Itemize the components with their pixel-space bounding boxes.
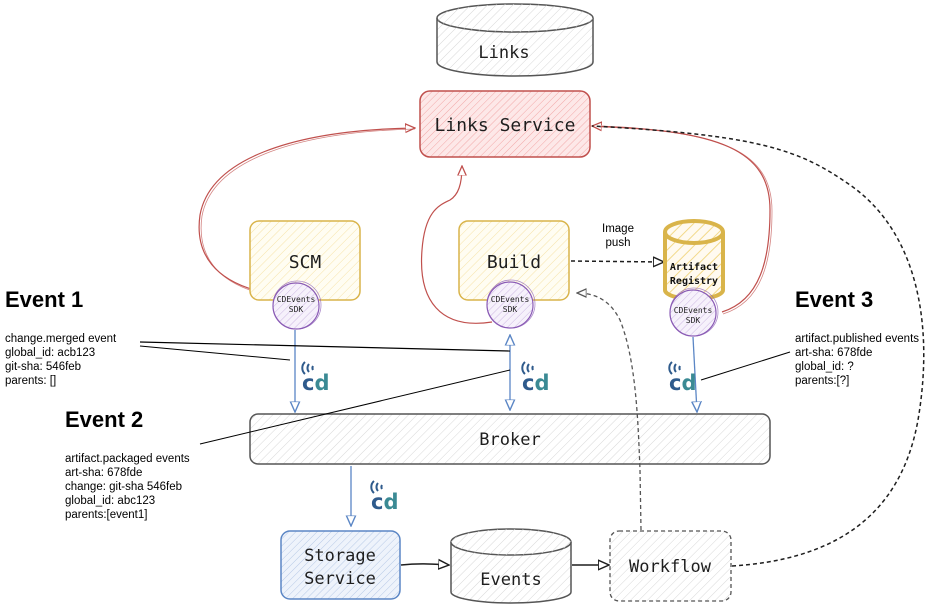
svg-text:cd: cd <box>302 371 330 395</box>
links-database[interactable]: Links <box>436 3 594 77</box>
event1-callout-lines <box>139 341 511 361</box>
edge-registry-sdk-to-broker <box>693 336 697 412</box>
event-1-title: Event 1 <box>5 287 83 312</box>
edge-workflow-to-build <box>577 293 642 531</box>
cd-logo-storage: cd <box>370 480 399 514</box>
edge-build-to-links-service <box>420 166 493 324</box>
edge-registry-to-links-service <box>592 126 773 315</box>
artifact-registry-node[interactable]: Artifact Registry <box>663 219 725 301</box>
event-3-line: global_id: ? <box>795 361 854 373</box>
storage-service-label-line1: Storage <box>304 546 376 566</box>
svg-text:cd: cd <box>371 490 399 514</box>
links-database-label: Links <box>478 43 529 63</box>
cdevents-logo-icon: cd <box>521 361 550 395</box>
event-1-line: change.merged event <box>5 333 117 345</box>
event-3-annotation: Event 3 artifact.published events art-sh… <box>795 287 919 387</box>
scm-label: SCM <box>289 252 322 273</box>
broker-label: Broker <box>479 430 540 450</box>
edge-storage-to-events <box>400 564 449 565</box>
sdk-label-line2: SDK <box>289 305 304 314</box>
cd-logo-registry: cd <box>668 361 697 395</box>
cdevents-logo-icon: cd <box>370 480 399 514</box>
svg-text:cd: cd <box>669 371 697 395</box>
sdk-label-line2: SDK <box>503 305 518 314</box>
cd-logo-build: cd <box>521 361 550 395</box>
event-3-line: parents:[?] <box>795 375 849 387</box>
workflow-node[interactable]: Workflow <box>609 530 732 602</box>
events-database[interactable]: Events <box>450 528 572 604</box>
cdevents-logo-icon: cd <box>301 361 330 395</box>
event-2-annotation: Event 2 artifact.packaged events art-sha… <box>65 407 190 521</box>
storage-service-node[interactable]: Storage Service <box>280 530 401 600</box>
cd-logo-scm: cd <box>301 361 330 395</box>
event-3-line: artifact.published events <box>795 333 919 345</box>
build-node[interactable]: Build <box>458 220 570 301</box>
event-2-title: Event 2 <box>65 407 143 432</box>
build-cdevents-sdk[interactable]: CDEvents SDK <box>486 279 536 329</box>
event-2-line: global_id: abc123 <box>65 495 155 507</box>
event-3-line: art-sha: 678fde <box>795 347 872 359</box>
svg-text:cd: cd <box>522 371 550 395</box>
sdk-label-line1: CDEvents <box>674 306 713 315</box>
event-2-line: artifact.packaged events <box>65 453 190 465</box>
build-label: Build <box>487 252 541 273</box>
edge-scm-to-links-service <box>198 128 415 298</box>
registry-cdevents-sdk[interactable]: CDEvents SDK <box>669 287 719 337</box>
event-2-line: art-sha: 678fde <box>65 467 142 479</box>
event-1-annotation: Event 1 change.merged event global_id: a… <box>5 287 117 387</box>
workflow-label: Workflow <box>629 557 712 577</box>
image-push-label-line2: push <box>606 237 631 249</box>
links-service-label: Links Service <box>435 115 576 136</box>
event-2-line: parents:[event1] <box>65 509 147 521</box>
event3-callout-line <box>700 351 791 381</box>
broker-node[interactable]: Broker <box>249 413 771 465</box>
edge-build-to-registry: Image push <box>570 223 664 262</box>
sdk-label-line1: CDEvents <box>277 295 316 304</box>
events-database-label: Events <box>480 570 541 590</box>
cdevents-logo-icon: cd <box>668 361 697 395</box>
event-1-line: parents: [] <box>5 375 56 387</box>
image-push-label-line1: Image <box>602 223 634 235</box>
storage-service-label-line2: Service <box>304 569 376 589</box>
event-2-line: change: git-sha 546feb <box>65 481 182 493</box>
sdk-label-line2: SDK <box>686 316 701 325</box>
sdk-label-line1: CDEvents <box>491 295 530 304</box>
event-3-title: Event 3 <box>795 287 873 312</box>
event2-callout-line <box>199 369 511 445</box>
links-service-node[interactable]: Links Service <box>419 90 591 158</box>
event-1-line: global_id: acb123 <box>5 347 95 359</box>
scm-cdevents-sdk[interactable]: CDEvents SDK <box>272 280 322 330</box>
event-1-line: git-sha: 546feb <box>5 361 81 373</box>
edge-workflow-to-links-service <box>591 125 925 567</box>
artifact-registry-label-line2: Registry <box>670 275 718 287</box>
artifact-registry-label-line1: Artifact <box>670 261 718 273</box>
